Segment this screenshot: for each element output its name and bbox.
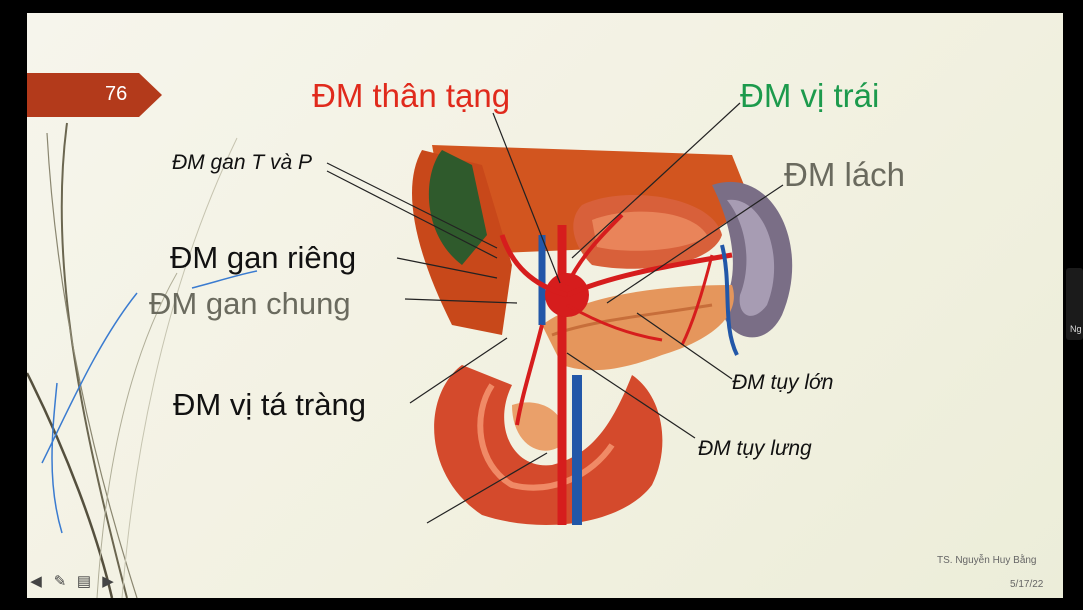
- slide-date: 5/17/22: [1010, 579, 1044, 590]
- slideshow-nav-controls: ◀ ✎ ▤ ▶: [27, 573, 117, 591]
- label-splenic-artery: ĐM lách: [784, 156, 906, 193]
- side-panel-text: Ng: [1070, 324, 1082, 334]
- pancreas-anatomy-illustration: [412, 145, 793, 525]
- presentation-slide: 76 ĐM thân: [27, 13, 1063, 598]
- slide-author: TS. Nguyễn Huy Bằng: [937, 555, 1037, 566]
- side-participant-panel[interactable]: [1066, 268, 1083, 340]
- decorative-swooshes: [27, 122, 258, 598]
- label-celiac-trunk: ĐM thân tạng: [312, 77, 511, 114]
- arrow-left-icon[interactable]: ◀: [30, 573, 42, 590]
- pen-icon[interactable]: ✎: [53, 573, 67, 590]
- label-left-gastric-artery: ĐM vị trái: [740, 77, 880, 114]
- label-dorsal-pancreatic-artery: ĐM tụy lưng: [698, 437, 812, 460]
- arrow-right-icon[interactable]: ▶: [102, 573, 114, 590]
- slide-number-tab: 76: [27, 73, 162, 117]
- label-left-right-hepatic-artery: ĐM gan T và P: [172, 151, 313, 174]
- label-great-pancreatic-artery: ĐM tụy lớn: [732, 371, 834, 394]
- label-common-hepatic-artery: ĐM gan chung: [149, 286, 351, 321]
- slide-number: 76: [105, 83, 128, 105]
- label-gastroduodenal-artery: ĐM vị tá tràng: [173, 387, 366, 422]
- label-proper-hepatic-artery: ĐM gan riêng: [170, 240, 357, 275]
- menu-icon[interactable]: ▤: [76, 573, 92, 590]
